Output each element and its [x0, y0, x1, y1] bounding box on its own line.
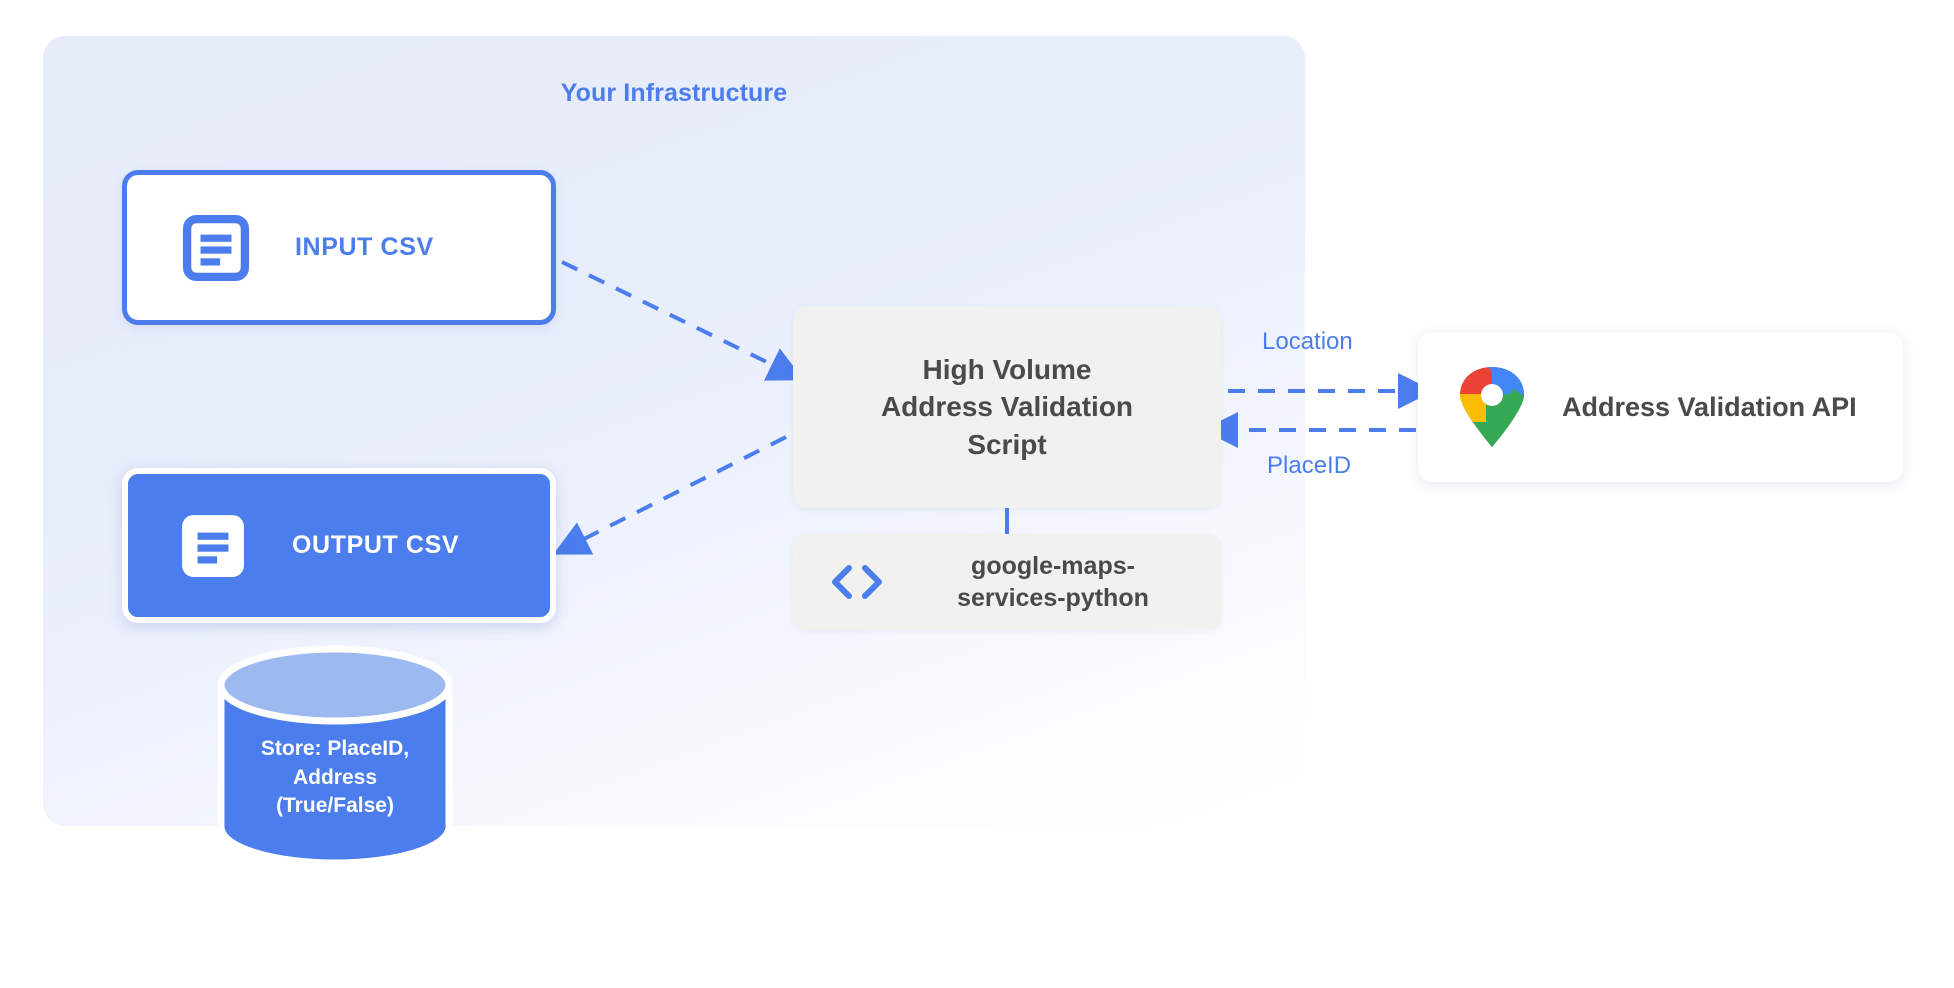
node-input-csv[interactable]: INPUT CSV	[122, 170, 556, 325]
google-maps-pin-icon	[1460, 367, 1524, 447]
edge-label-location: Location	[1262, 328, 1353, 355]
node-validation-script[interactable]: High Volume Address Validation Script	[793, 306, 1221, 508]
script-title: High Volume Address Validation Script	[881, 351, 1133, 463]
code-brackets-icon	[832, 565, 882, 599]
script-title-line2: Address Validation	[880, 391, 1134, 423]
document-icon	[182, 514, 244, 577]
edge-script-to-library	[1005, 508, 1009, 536]
script-title-line3: Script	[967, 428, 1047, 460]
input-csv-label: INPUT CSV	[295, 233, 434, 261]
node-database[interactable]: Store: PlaceID, Address (True/False)	[215, 645, 455, 867]
panel-title: Your Infrastructure	[560, 79, 788, 107]
node-address-validation-api[interactable]: Address Validation API	[1418, 332, 1903, 482]
document-icon	[183, 214, 249, 281]
node-library[interactable]: google-maps- services-python	[793, 534, 1221, 630]
node-output-csv[interactable]: OUTPUT CSV	[122, 468, 556, 623]
script-title-line1: High Volume	[922, 354, 1092, 386]
library-label: google-maps- services-python	[957, 552, 1149, 612]
output-csv-label: OUTPUT CSV	[292, 531, 460, 559]
api-label: Address Validation API	[1562, 391, 1857, 422]
edge-label-placeid: PlaceID	[1267, 452, 1352, 479]
cylinder-icon	[217, 645, 453, 867]
